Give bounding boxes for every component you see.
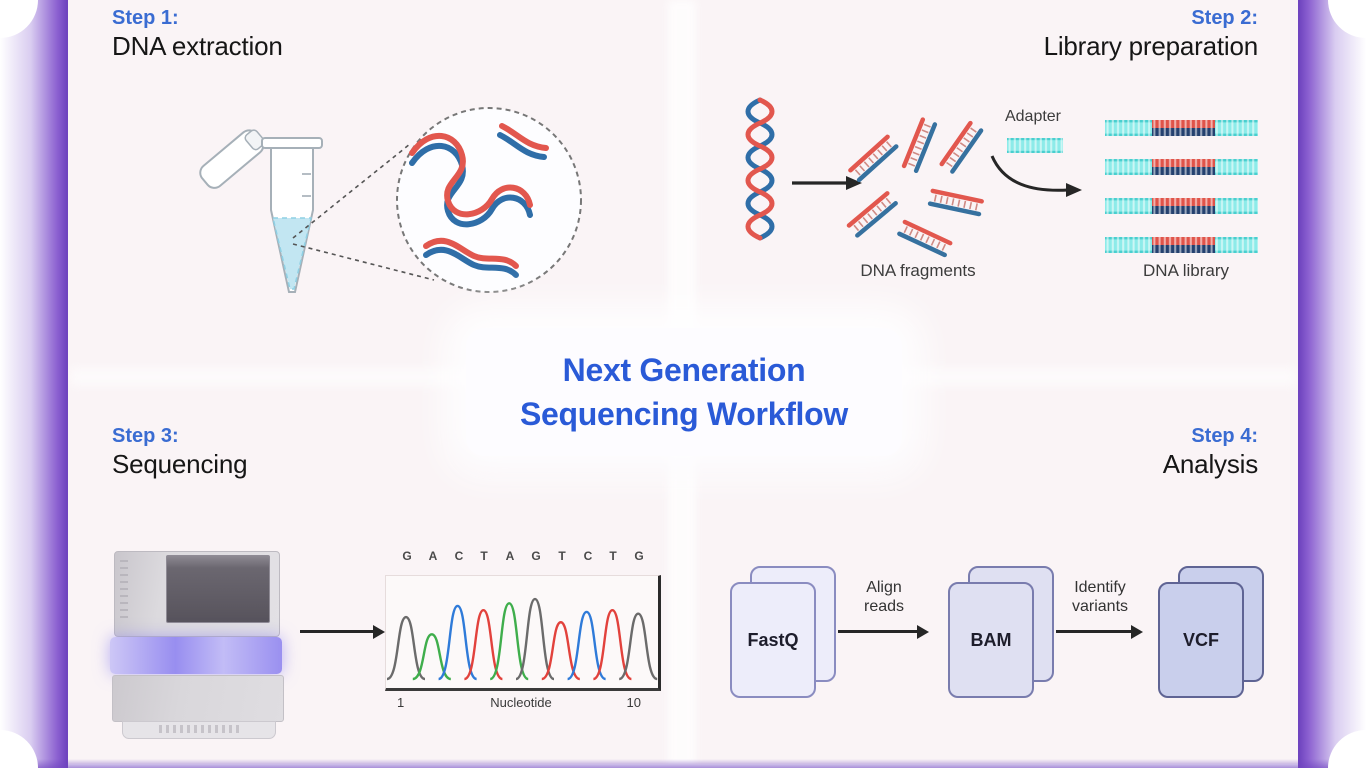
dna-library-caption: DNA library	[1143, 261, 1229, 280]
base-letter: G	[531, 549, 541, 563]
base-letter: G	[402, 549, 412, 563]
align-reads-label: Align reads	[834, 578, 934, 616]
fastq-file-icon: FastQ	[730, 566, 836, 698]
bam-label: BAM	[948, 582, 1034, 698]
tube-icon	[261, 137, 323, 293]
x-axis-label: Nucleotide	[490, 695, 552, 710]
frame-bottom-band	[0, 759, 1366, 768]
vcf-label: VCF	[1158, 582, 1244, 698]
align-reads-line1: Align	[866, 579, 902, 596]
step1-title: DNA extraction	[112, 31, 283, 61]
library-preparation-illustration	[745, 97, 1258, 290]
sequencer-screen	[166, 555, 270, 623]
base-letter: C	[454, 549, 464, 563]
identify-variants-arrow-icon	[1056, 624, 1143, 639]
step1-header: Step 1: DNA extraction	[112, 6, 283, 63]
base-letter: C	[583, 549, 593, 563]
frame-left-band	[0, 0, 68, 768]
fastq-label: FastQ	[730, 582, 816, 698]
frame-right-band	[1298, 0, 1366, 768]
step2-label: Step 2:	[1191, 7, 1258, 29]
dna-fragments-caption: DNA fragments	[860, 261, 976, 280]
vcf-file-icon: VCF	[1158, 566, 1264, 698]
tube-liquid	[272, 217, 312, 290]
sequencer-base	[122, 721, 276, 739]
chromatogram: G A C T A G T C T G 1 Nucleotide 10	[383, 549, 661, 723]
base-letter: A	[428, 549, 438, 563]
step3-label: Step 3:	[112, 425, 179, 447]
step3-title: Sequencing	[112, 449, 248, 479]
sequencer-machine-icon	[100, 547, 296, 743]
bam-file-icon: BAM	[948, 566, 1054, 698]
dna-extraction-illustration	[199, 107, 582, 293]
step4-label: Step 4:	[1191, 425, 1258, 447]
step1-label: Step 1:	[112, 7, 179, 29]
x-tick-first: 1	[397, 695, 405, 710]
title-card: Next Generation Sequencing Workflow	[466, 328, 902, 456]
x-tick-last: 10	[626, 695, 641, 710]
dna-fragments-icon	[849, 120, 982, 255]
base-letter: T	[558, 549, 566, 563]
step4-title: Analysis	[1162, 449, 1258, 479]
step3-header: Step 3: Sequencing	[112, 424, 248, 481]
adapter-caption: Adapter	[1004, 108, 1062, 125]
adapter-arrow-icon	[990, 155, 1082, 197]
chromatogram-x-axis: 1 Nucleotide 10	[385, 695, 657, 715]
identify-variants-line1: Identify	[1074, 579, 1126, 596]
identify-variants-line2: variants	[1071, 598, 1129, 616]
chromatogram-plot	[385, 575, 661, 691]
dna-magnified-icon	[396, 107, 582, 293]
dna-helix-icon	[745, 97, 775, 241]
step4-header: Step 4: Analysis	[1163, 424, 1258, 481]
identify-variants-label: Identify variants	[1050, 578, 1150, 616]
sequencer-mid	[112, 675, 284, 722]
dna-library-icon	[1105, 120, 1258, 253]
sequencer-glow-band	[110, 637, 282, 674]
base-letter: T	[480, 549, 488, 563]
fragmentation-arrow-icon	[792, 176, 862, 190]
base-letter: G	[634, 549, 644, 563]
base-letter: T	[609, 549, 617, 563]
magnifier-lines	[292, 143, 435, 281]
main-title-line1: Next Generation	[562, 351, 806, 388]
sequencing-arrow-icon	[300, 624, 385, 639]
adapter-icon	[1007, 138, 1063, 153]
chromatogram-peaks	[386, 597, 658, 681]
step2-title: Library preparation	[1043, 31, 1259, 61]
base-letter: A	[505, 549, 515, 563]
main-title-line2: Sequencing Workflow	[520, 396, 848, 432]
step2-header: Step 2: Library preparation	[1043, 6, 1259, 63]
align-reads-arrow-icon	[838, 624, 929, 639]
align-reads-line2: reads	[863, 598, 905, 616]
tube-cap-icon	[199, 129, 266, 189]
